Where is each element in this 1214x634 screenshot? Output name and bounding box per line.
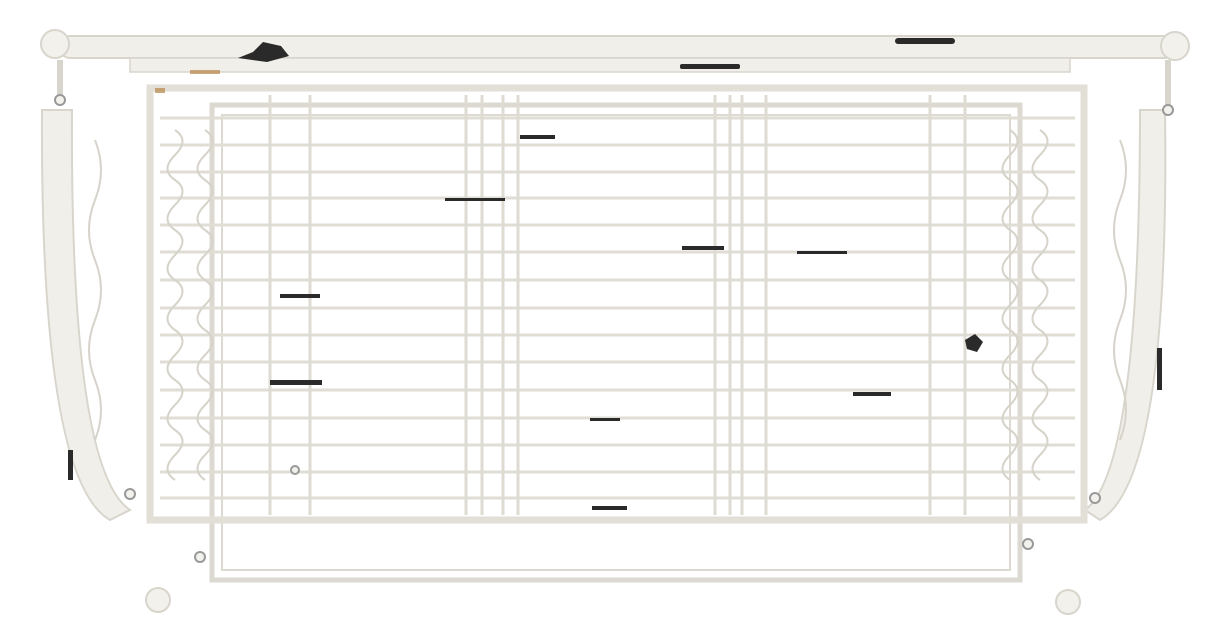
wire-slats	[160, 116, 1075, 500]
small-table-frame	[146, 84, 1088, 524]
vertical-rods	[268, 95, 967, 515]
paint-chips	[68, 38, 1162, 510]
scroll-ornaments	[88, 129, 1127, 481]
large-table-frame	[40, 29, 1190, 615]
hinge-bolts	[54, 94, 1174, 563]
rust-spots	[155, 70, 220, 93]
